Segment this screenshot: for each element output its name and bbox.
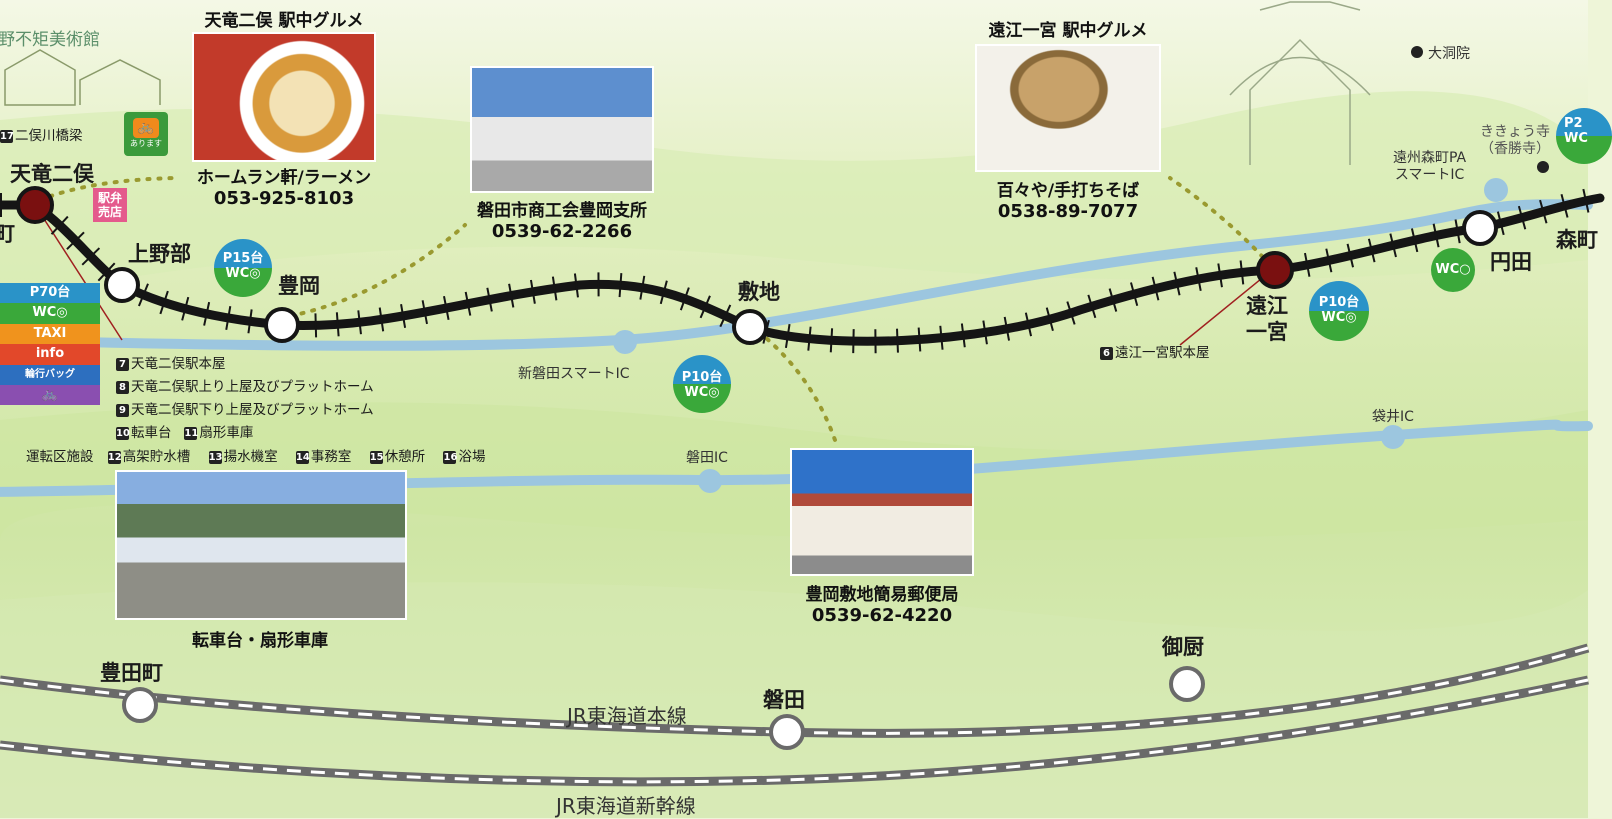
turntable-photo [115, 470, 407, 620]
station-label-iwata[interactable]: 磐田 [763, 688, 805, 712]
jr-shinkansen-line [0, 675, 1589, 787]
station-marker-toyodacho [122, 687, 158, 723]
ramen-photo [192, 32, 376, 162]
bicycle-icon: 🚲 [133, 118, 159, 138]
enden-service-bubble: WC○ [1431, 248, 1475, 292]
station-marker-toyooka [264, 307, 300, 343]
station-label-enden[interactable]: 円田 [1490, 250, 1532, 274]
place-label-daidoin: 大洞院 [1428, 46, 1470, 62]
station-label-fragment: 町 [0, 222, 15, 246]
line-label-shinkansen: JR東海道新幹線 [556, 794, 696, 818]
parking-band: P70台 [0, 283, 100, 304]
museum-sketch [4, 49, 161, 106]
station-label-mori[interactable]: 森町 [1556, 228, 1598, 252]
line-label-tokaido: JR東海道本線 [567, 704, 687, 728]
station-label-toyooka[interactable]: 豊岡 [278, 274, 320, 298]
cycle-badge-text: あります [130, 139, 162, 148]
museum-label: 野不矩美術館 [0, 30, 100, 50]
ic-label-enshu-mori: 遠州森町PA スマートIC [1393, 150, 1467, 183]
station-label-mikuriya[interactable]: 御厨 [1162, 635, 1204, 659]
soba-photo [975, 44, 1161, 172]
upper-river [0, 199, 1593, 351]
info-band: info [0, 344, 100, 365]
futamata-service-disc: P70台 WC◎ TAXI info 輪行バッグ 🚲 [0, 283, 100, 406]
cycle-badge: 🚲 あります [124, 112, 168, 156]
station-label-shikiji[interactable]: 敷地 [738, 280, 780, 304]
station-label-totomi-ichinomiya[interactable]: 遠江一宮 [1246, 294, 1288, 344]
station-marker-kamianobe [104, 267, 140, 303]
facility-item: 10転車台 11扇形車庫 [116, 425, 254, 441]
station-marker-totomi-ichinomiya [1256, 251, 1294, 289]
bag-band: 輪行バッグ [0, 364, 100, 385]
station-label-toyodacho[interactable]: 豊田町 [100, 661, 163, 685]
station-marker-shikiji [732, 309, 768, 345]
station-marker-mikuriya [1169, 666, 1205, 702]
soba-card-header: 遠江一宮 駅中グルメ [988, 21, 1148, 41]
station-marker-iwata [769, 714, 805, 750]
station-label-tenryu-futamata[interactable]: 天竜二俣 [10, 162, 94, 186]
ic-label-fukuroi: 袋井IC [1372, 409, 1414, 425]
bridge-label: 17二俣川橋梁 [0, 128, 83, 144]
ic-label-iwata: 磐田IC [686, 450, 728, 466]
temple-sketch [1229, 1, 1371, 165]
depot-facilities: 運転区施設 12高架貯水槽 13揚水機室 14事務室 15休憩所 16浴場 [26, 449, 486, 465]
station-marker-tenryu-futamata [16, 186, 54, 224]
station-label-kamianobe[interactable]: 上野部 [128, 242, 191, 266]
station-marker-enden [1462, 210, 1498, 246]
bicycle-icon: 🚲 [0, 384, 100, 406]
taxi-band: TAXI [0, 323, 100, 345]
ramen-card-header: 天竜二俣 駅中グルメ [204, 11, 364, 31]
ic-label-shin-iwata: 新磐田スマートIC [518, 366, 630, 382]
shokokai-photo [470, 66, 654, 193]
turntable-card[interactable]: 転車台・扇形車庫 [192, 631, 328, 651]
toilet-band: WC◎ [0, 303, 100, 324]
place-label-kikyo: ききょう寺 （香勝寺） [1480, 124, 1550, 157]
kiosk-badge: 駅弁 売店 [93, 188, 128, 222]
post-office-photo [790, 448, 974, 576]
